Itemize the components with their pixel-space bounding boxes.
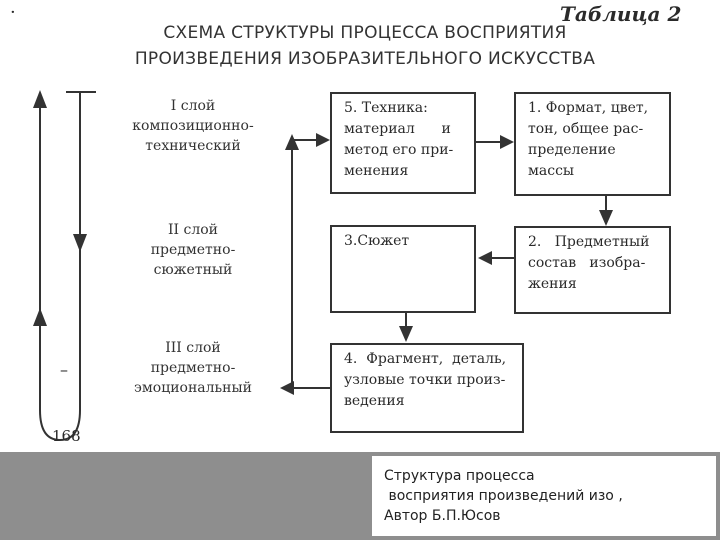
box-technique-line-2: материал и [344,121,451,137]
caption-box: Структура процесса восприятия произведен… [372,456,716,536]
box-subject-line-1: 2. Предметный [528,234,650,250]
layer-1-name: I слой [170,98,216,114]
layer-3-name: III слой [165,340,221,356]
box-format-line-2: тон, общее рас- [528,121,644,137]
caption-line-2: восприятия произведений изо , [384,488,623,504]
stray-dash: – [60,360,68,379]
connector-lines [33,90,613,442]
arrow-feedback-up-head [285,134,299,150]
diagram-title: СХЕМА СТРУКТУРЫ ПРОЦЕССА ВОСПРИЯТИЯ ПРОИ… [95,20,635,72]
box-plot: 3.Сюжет [330,225,476,313]
box-format: 1. Формат, цвет, тон, общее рас- пределе… [514,92,671,196]
table-label: Таблица 2 [560,2,682,26]
layer-1: I слой композиционно- технический [118,96,268,156]
box-fragment-line-2: узловые точки произ- [344,372,506,388]
left-loop-line [39,92,81,442]
box-subject: 2. Предметный состав изобра- жения [514,226,671,314]
box-technique: 5. Техника: материал и метод его при- ме… [330,92,476,194]
box-fragment: 4. Фрагмент, деталь, узловые точки произ… [330,343,524,433]
title-line-1: СХЕМА СТРУКТУРЫ ПРОЦЕССА ВОСПРИЯТИЯ [163,23,567,43]
box-subject-line-3: жения [528,276,577,292]
arrow-into-technique-head [316,133,330,147]
box-fragment-line-1: 4. Фрагмент, деталь, [344,351,507,367]
arrow-technique-to-format-head [500,135,514,149]
box-fragment-line-3: ведения [344,393,405,409]
layer-2-line-3: сюжетный [153,262,233,278]
caption-line-3: Автор Б.П.Юсов [384,508,501,524]
box-format-line-1: 1. Формат, цвет, [528,100,649,116]
layer-3: III слой предметно- эмоциональный [118,338,268,398]
title-line-2: ПРОИЗВЕДЕНИЯ ИЗОБРАЗИТЕЛЬНОГО ИСКУССТВА [134,49,596,69]
layer-2-name: II слой [167,222,218,238]
arrow-up-left-top [33,90,47,108]
arrow-down-inner [73,234,87,252]
arrow-feedback-left-head [280,381,294,395]
arrow-plot-to-fragment-head [399,326,413,342]
box-format-line-4: массы [528,163,575,179]
caption-line-1: Структура процесса [384,468,535,484]
arrow-subject-to-plot-head [478,251,492,265]
stray-mark: · [10,2,16,23]
box-technique-line-1: 5. Техника: [344,100,428,116]
layer-3-line-2: предметно- [150,360,236,376]
arrow-up-left-bottom [33,308,47,326]
arrow-format-to-subject-head [599,210,613,226]
box-technique-line-4: менения [344,163,409,179]
connector-fragment-to-technique [291,139,330,389]
box-format-line-3: пределение [528,142,616,158]
layer-2: II слой предметно- сюжетный [118,220,268,280]
layer-2-line-2: предметно- [150,242,236,258]
layer-3-line-3: эмоциональный [134,380,252,396]
box-plot-line-1: 3.Сюжет [344,233,410,249]
page-number: 168 [52,427,81,445]
box-technique-line-3: метод его при- [344,142,454,158]
box-subject-line-2: состав изобра- [528,255,646,271]
layer-1-line-2: композиционно- [132,118,254,134]
layer-1-line-3: технический [145,138,241,154]
